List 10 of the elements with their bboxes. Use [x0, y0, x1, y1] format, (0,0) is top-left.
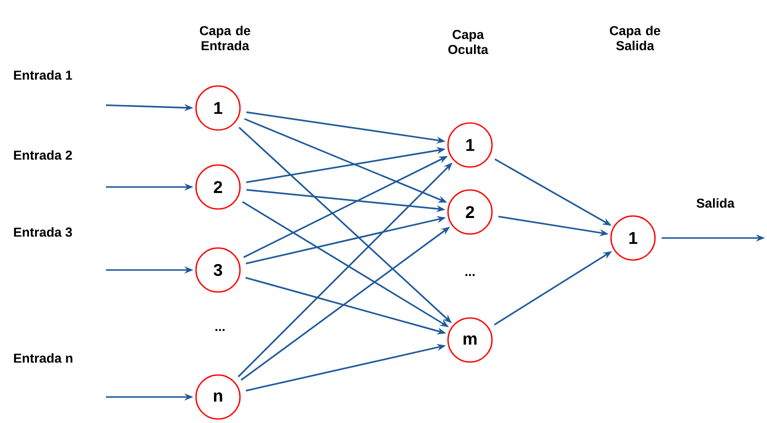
edge-label: Salida — [696, 198, 735, 208]
edge-label: Entrada n — [14, 353, 72, 363]
edge-label: Entrada 1 — [14, 70, 72, 80]
layer-title: Capa Oculta — [448, 30, 488, 54]
edge-label: Entrada 2 — [14, 150, 72, 160]
ellipsis: ... — [215, 329, 225, 331]
edge-label: Entrada 3 — [14, 227, 72, 237]
layer-title: Capa de Entrada — [200, 26, 250, 50]
layer-title: Capa de Salida — [610, 26, 660, 50]
ellipsis: ... — [465, 274, 475, 276]
